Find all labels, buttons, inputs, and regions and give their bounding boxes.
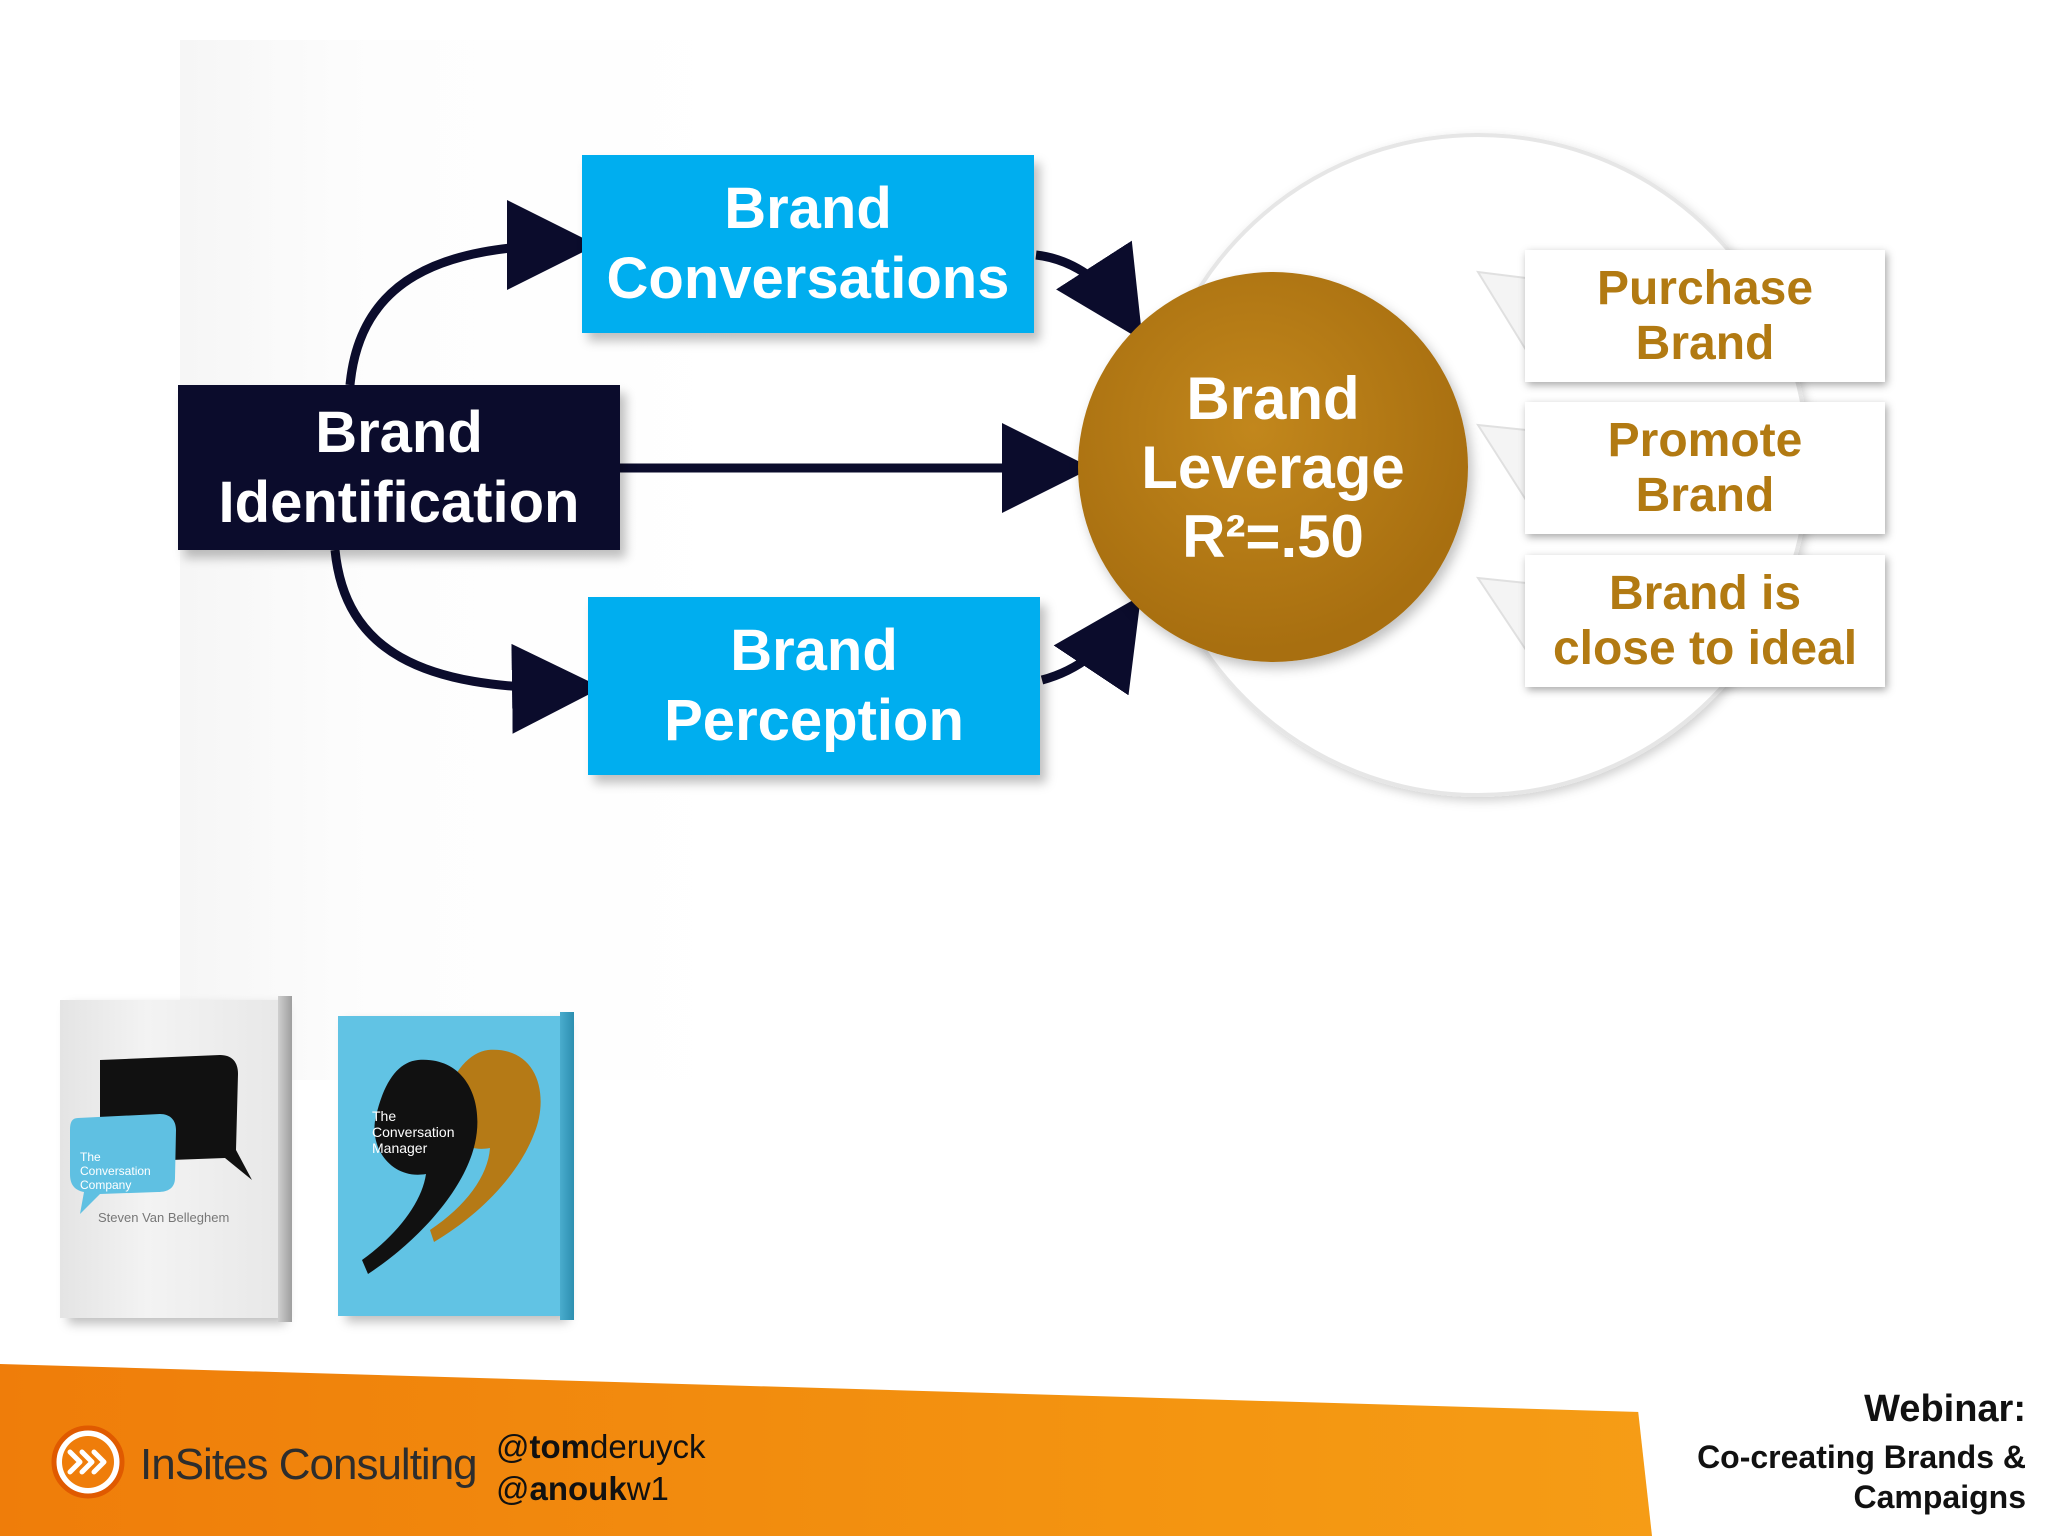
- brand-conversations-label: Brand Conversations: [606, 176, 1010, 311]
- brand-perception-box: Brand Perception: [588, 597, 1040, 775]
- insites-brand-name: InSites Consulting: [140, 1440, 478, 1489]
- brand-leverage-r2: R²=.50: [1182, 502, 1364, 570]
- handle-rest: w1: [626, 1470, 669, 1507]
- book-title: The Conversation Manager: [372, 1108, 455, 1156]
- book-title: The Conversation Company: [80, 1150, 151, 1192]
- webinar-title: Webinar:: [1864, 1388, 2026, 1430]
- insites-logo-icon: [51, 1425, 125, 1499]
- brand-perception-label: Brand Perception: [664, 618, 964, 753]
- book-spine: [278, 996, 292, 1322]
- outcome-label: Promote Brand: [1607, 413, 1803, 522]
- webinar-subtitle: Co-creating Brands & Campaigns: [1697, 1439, 2026, 1515]
- comma-icon: [362, 1049, 541, 1274]
- brand-leverage-line2: Leverage: [1141, 433, 1405, 501]
- handle-bold: tom: [529, 1428, 591, 1465]
- arrow-conv-to-leverage: [1035, 240, 1143, 341]
- book-conversation-company: Steven Van Belleghem The Conversation Co…: [60, 1000, 278, 1318]
- outcome-close-to-ideal: Brand is close to ideal: [1525, 555, 1885, 687]
- webinar-label: Webinar: Co-creating Brands & Campaigns: [1697, 1388, 2026, 1517]
- outcome-promote-brand: Promote Brand: [1525, 402, 1885, 534]
- book-author: Steven Van Belleghem: [98, 1210, 230, 1225]
- arrow-ident-to-perc: [330, 549, 602, 734]
- twitter-handle-anouk[interactable]: @anoukw1: [496, 1470, 669, 1508]
- arrow-perc-to-leverage: [1040, 595, 1141, 696]
- brand-leverage-line1: Brand: [1186, 364, 1360, 432]
- outcome-label: Brand is close to ideal: [1552, 566, 1858, 675]
- outcome-label: Purchase Brand: [1596, 261, 1814, 370]
- brand-identification-label: Brand Identification: [218, 399, 580, 535]
- brand-identification-box: Brand Identification: [178, 385, 620, 550]
- handle-rest: deruyck: [590, 1428, 706, 1465]
- speech-bubble-icon: [70, 1055, 252, 1214]
- twitter-handle-tom[interactable]: @tomderuyck: [496, 1428, 706, 1466]
- brand-conversations-box: Brand Conversations: [582, 155, 1034, 333]
- book-conversation-manager: The Conversation Manager: [338, 1016, 560, 1316]
- handle-prefix: @: [496, 1470, 530, 1507]
- outcome-purchase-brand: Purchase Brand: [1525, 250, 1885, 382]
- book-spine: [560, 1012, 574, 1320]
- brand-leverage-circle: Brand Leverage R²=.50: [1078, 272, 1468, 662]
- arrow-ident-to-conv: [345, 200, 597, 386]
- webinar-panel: [1634, 1336, 2048, 1536]
- handle-bold: anouk: [529, 1470, 627, 1507]
- handle-prefix: @: [496, 1428, 530, 1465]
